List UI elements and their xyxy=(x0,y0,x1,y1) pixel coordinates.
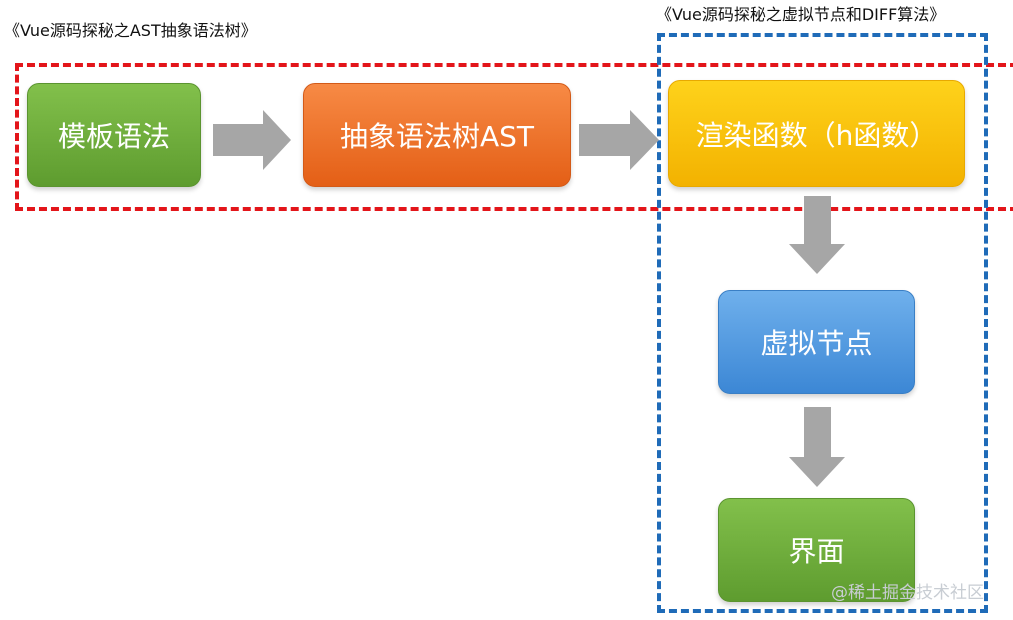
watermark: @稀土掘金技术社区 xyxy=(831,583,984,603)
ui-node: 界面 xyxy=(718,498,915,602)
ast-label: 抽象语法树AST xyxy=(339,120,535,153)
render-function-label: 渲染函数（h函数） xyxy=(695,118,938,152)
vdom-scope-dashed-frame xyxy=(657,33,988,613)
virtual-node-label: 虚拟节点 xyxy=(760,327,873,360)
ast-series-caption: 《Vue源码探秘之AST抽象语法树》 xyxy=(4,21,257,40)
template-syntax-node: 模板语法 xyxy=(27,83,201,187)
vdom-series-caption: 《Vue源码探秘之虚拟节点和DIFF算法》 xyxy=(656,5,946,24)
ast-scope-dashed-frame xyxy=(15,63,1013,211)
virtual-node-node: 虚拟节点 xyxy=(718,290,915,394)
template-syntax-label: 模板语法 xyxy=(57,120,170,153)
render-function-node: 渲染函数（h函数） xyxy=(668,80,965,187)
ast-node: 抽象语法树AST xyxy=(303,83,571,187)
ui-label: 界面 xyxy=(788,535,845,568)
